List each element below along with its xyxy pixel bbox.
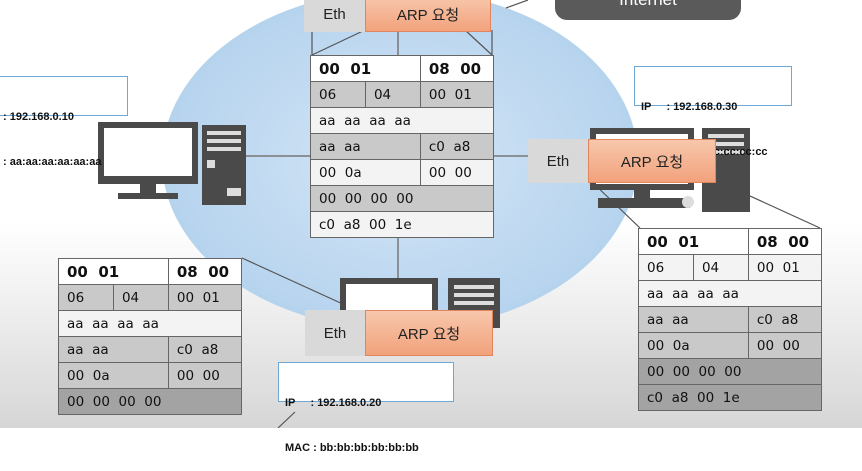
packet-cell: c0 a8 00 1e bbox=[638, 384, 822, 411]
host-b-info: IP : 192.168.0.20 MAC : bb:bb:bb:bb:bb:b… bbox=[278, 362, 454, 454]
packet-cell: c0 a8 bbox=[167, 336, 243, 363]
eth-header: Eth bbox=[528, 139, 588, 183]
packet-cell: aa aa aa aa bbox=[58, 310, 242, 337]
packet-cell: aa aa bbox=[638, 306, 749, 333]
packet-cell: 00 00 bbox=[167, 362, 243, 389]
packet-cell: 06 bbox=[310, 81, 366, 108]
arp-frame-top: Eth ARP 요청 bbox=[304, 0, 491, 32]
packet-cell: c0 a8 bbox=[747, 306, 823, 333]
packet-cell: 08 00 bbox=[747, 228, 823, 255]
packet-cell: aa aa aa aa bbox=[310, 107, 494, 134]
packet-cell: 00 01 bbox=[58, 258, 169, 285]
packet-cell: 06 bbox=[638, 254, 694, 281]
packet-cell: 08 00 bbox=[167, 258, 243, 285]
packet-cell: 00 01 bbox=[747, 254, 823, 281]
packet-cell: 00 00 bbox=[747, 332, 823, 359]
host-a-mac: : aa:aa:aa:aa:aa:aa bbox=[3, 156, 102, 168]
packet-cell: 00 01 bbox=[310, 55, 421, 82]
eth-header: Eth bbox=[304, 0, 365, 32]
packet-cell: 04 bbox=[364, 81, 421, 108]
host-a-ip: : 192.168.0.10 bbox=[3, 111, 74, 123]
computer-a-icon bbox=[98, 122, 246, 205]
packet-cell: 00 01 bbox=[167, 284, 243, 311]
arp-request: ARP 요청 bbox=[365, 0, 491, 32]
packet-cell: c0 a8 00 1e bbox=[310, 211, 494, 238]
packet-cell: 00 0a bbox=[638, 332, 749, 359]
packet-cell: 00 00 00 00 bbox=[310, 185, 494, 212]
packet-cell: 04 bbox=[112, 284, 169, 311]
packet-cell: 00 01 bbox=[419, 81, 495, 108]
packet-cell: 00 00 bbox=[419, 159, 495, 186]
packet-cell: aa aa aa aa bbox=[638, 280, 822, 307]
arp-frame-bottom: Eth ARP 요청 bbox=[305, 310, 493, 356]
internet-label: Internet bbox=[619, 0, 677, 9]
packet-cell: 00 00 00 00 bbox=[58, 388, 242, 415]
eth-header: Eth bbox=[305, 310, 365, 356]
internet-cloud: Internet bbox=[555, 0, 741, 20]
arp-frame-right: Eth ARP 요청 bbox=[528, 139, 716, 183]
host-b-mac: MAC : bb:bb:bb:bb:bb:bb bbox=[285, 442, 419, 454]
host-b-ip: IP : 192.168.0.20 bbox=[285, 397, 382, 409]
arp-request: ARP 요청 bbox=[365, 310, 493, 356]
packet-cell: aa aa bbox=[58, 336, 169, 363]
packet-cell: 08 00 bbox=[419, 55, 495, 82]
host-c-ip: IP : 192.168.0.30 bbox=[641, 101, 738, 113]
packet-cell: aa aa bbox=[310, 133, 421, 160]
packet-cell: 00 0a bbox=[58, 362, 169, 389]
packet-cell: 00 00 00 00 bbox=[638, 358, 822, 385]
packet-cell: 04 bbox=[692, 254, 749, 281]
packet-cell: c0 a8 bbox=[419, 133, 495, 160]
packet-cell: 00 0a bbox=[310, 159, 421, 186]
arp-request: ARP 요청 bbox=[588, 139, 716, 183]
host-c-info: IP : 192.168.0.30 MAC : cc:cc:cc:cc:cc:c… bbox=[634, 66, 792, 158]
packet-cell: 00 01 bbox=[638, 228, 749, 255]
host-a-info: : 192.168.0.10 : aa:aa:aa:aa:aa:aa bbox=[0, 76, 128, 168]
packet-cell: 06 bbox=[58, 284, 114, 311]
